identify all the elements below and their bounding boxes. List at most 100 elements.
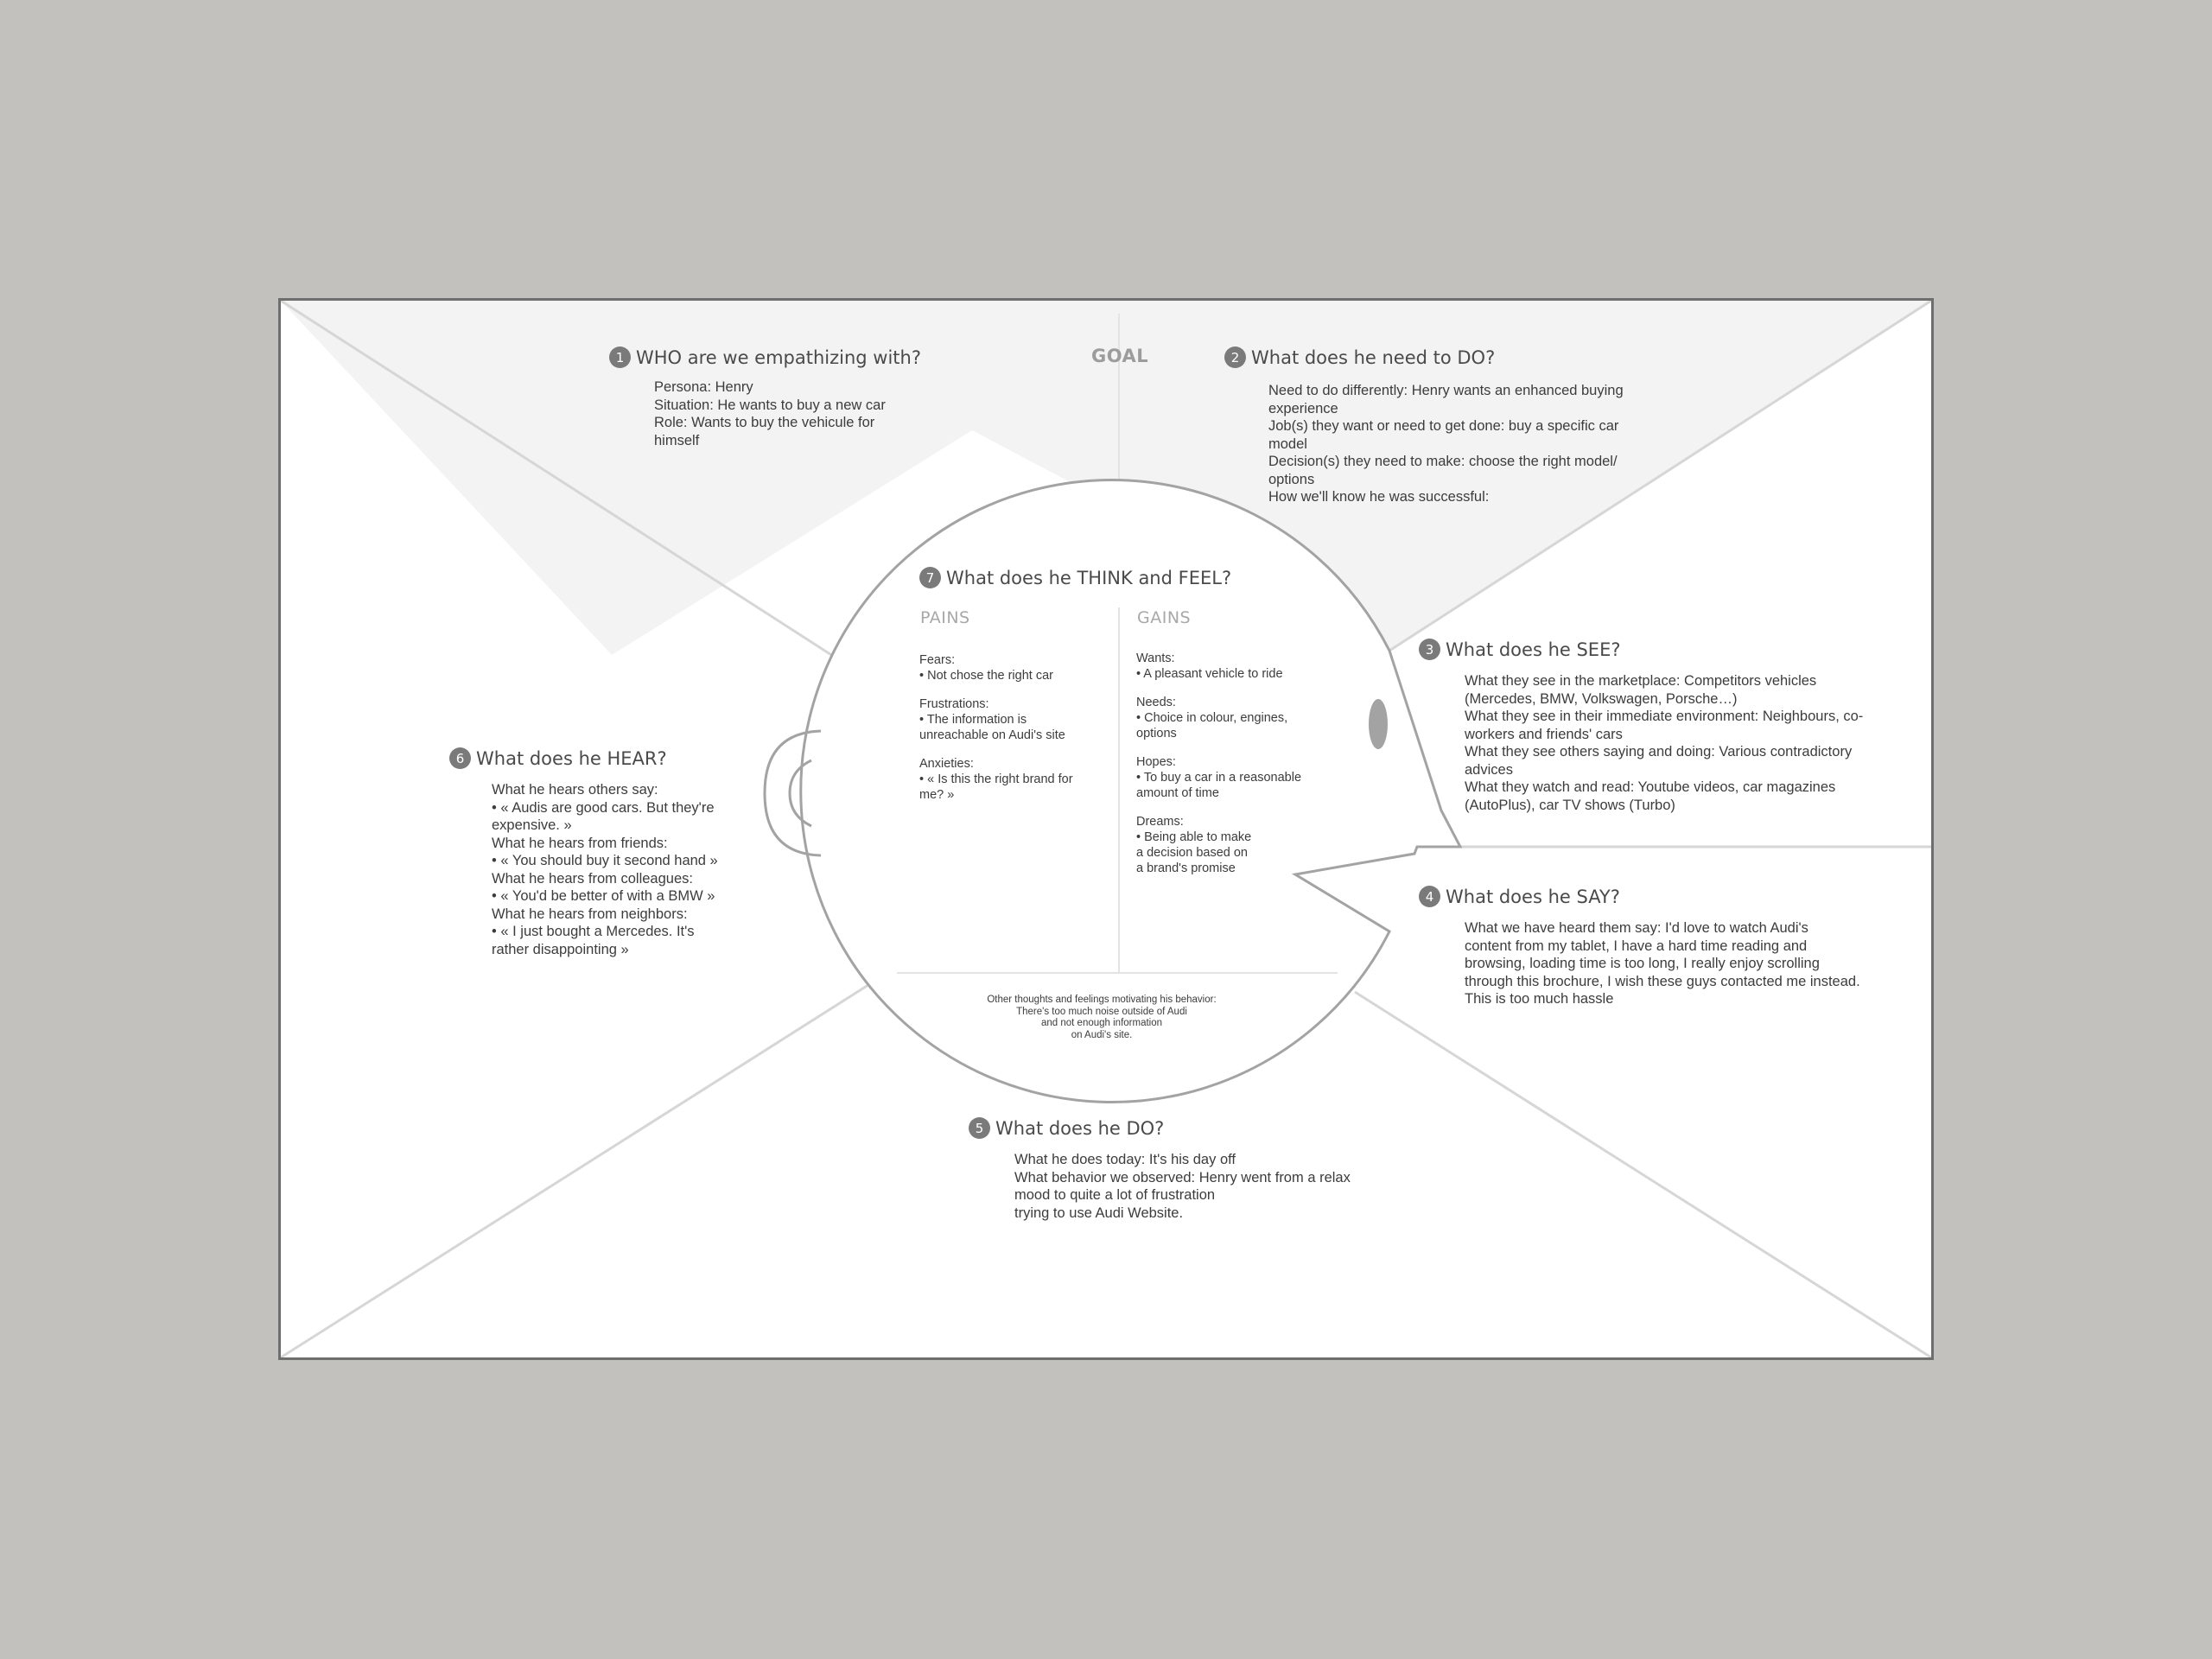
section-think-feel: 7 What does he THINK and FEEL?	[919, 567, 1282, 588]
need-to-do-body: Need to do differently: Henry wants an e…	[1268, 382, 1656, 506]
section-do: 5 What does he DO? What he does today: I…	[969, 1117, 1366, 1222]
gains-line: amount of time	[1136, 786, 1219, 800]
pains-list: Fears: • Not chose the right car Frustra…	[919, 652, 1127, 816]
gains-line: • A pleasant vehicle to ride	[1136, 667, 1283, 681]
see-heading: 3 What does he SEE?	[1419, 639, 1903, 660]
hear-group-others: What he hears others say: • « Audis are …	[492, 781, 795, 835]
who-title: WHO are we empathizing with?	[636, 346, 921, 368]
do-body: What he does today: It's his day off Wha…	[1014, 1151, 1366, 1222]
do-line: mood to quite a lot of frustration	[1014, 1187, 1216, 1203]
pains-frustrations: Frustrations: • The information is unrea…	[919, 696, 1127, 743]
hear-label: What he hears from neighbors:	[492, 906, 688, 922]
other-thoughts-line: and not enough information	[1040, 1018, 1163, 1028]
who-line: Role: Wants to buy the vehicule for	[654, 415, 875, 430]
hear-label: What he hears others say:	[492, 782, 658, 798]
gains-line: options	[1136, 727, 1177, 741]
who-number-badge: 1	[609, 346, 631, 368]
need-to-do-line: model	[1268, 435, 1307, 452]
need-to-do-heading: 2 What does he need to DO?	[1224, 346, 1656, 368]
need-to-do-line: Decision(s) they need to make: choose th…	[1268, 454, 1618, 469]
hear-label: What he hears from colleagues:	[492, 870, 693, 887]
who-heading: 1 WHO are we empathizing with?	[609, 346, 989, 368]
need-to-do-number-badge: 2	[1224, 346, 1246, 368]
pains-line: • The information is	[919, 713, 1027, 727]
section-hear: 6 What does he HEAR? What he hears other…	[449, 747, 795, 958]
see-line: What they watch and read: Youtube videos…	[1465, 779, 1836, 795]
hear-line: • « You'd be better of with a BMW »	[492, 888, 715, 904]
who-line: Persona: Henry	[654, 379, 753, 395]
do-line: What he does today: It's his day off	[1014, 1152, 1236, 1167]
gains-wants: Wants: • A pleasant vehicle to ride	[1136, 651, 1344, 682]
gains-label-needs: Needs:	[1136, 696, 1176, 709]
who-line: himself	[654, 432, 700, 448]
other-thoughts-line: on Audi's site.	[1071, 1029, 1133, 1040]
pains-label-frustrations: Frustrations:	[919, 697, 989, 711]
see-line: workers and friends' cars	[1465, 726, 1623, 742]
say-heading: 4 What does he SAY?	[1419, 886, 1903, 907]
diagonal-bottom-right	[1354, 990, 1931, 1357]
say-line: This is too much hassle	[1465, 991, 1614, 1007]
see-title: What does he SEE?	[1446, 639, 1621, 660]
eye	[1369, 699, 1388, 749]
diagonal-top-right	[1389, 301, 1931, 652]
see-line: What they see in the marketplace: Compet…	[1465, 673, 1817, 689]
see-line: What they see others saying and doing: V…	[1465, 744, 1853, 760]
hear-line: expensive. »	[492, 817, 572, 833]
pains-label-fears: Fears:	[919, 653, 956, 667]
hear-group-colleagues: What he hears from colleagues: • « You'd…	[492, 870, 795, 906]
say-line: What we have heard them say: I'd love to…	[1465, 920, 1808, 936]
see-line: (Mercedes, BMW, Volkswagen, Porsche…)	[1465, 690, 1738, 707]
see-body: What they see in the marketplace: Compet…	[1465, 672, 1903, 814]
hear-heading: 6 What does he HEAR?	[449, 747, 795, 769]
gains-needs: Needs: • Choice in colour, engines, opti…	[1136, 695, 1344, 741]
pains-label-anxieties: Anxieties:	[919, 757, 974, 771]
gains-hopes: Hopes: • To buy a car in a reasonable am…	[1136, 754, 1344, 801]
hear-number-badge: 6	[449, 747, 471, 769]
pains-line: unreachable on Audi's site	[919, 728, 1065, 742]
gains-dreams: Dreams: • Being able to make a decision …	[1136, 814, 1344, 876]
hear-group-friends: What he hears from friends: • « You shou…	[492, 835, 795, 870]
gains-label-dreams: Dreams:	[1136, 815, 1184, 829]
other-thoughts-line: Other thoughts and feelings motivating h…	[987, 995, 1217, 1005]
do-number-badge: 5	[969, 1117, 990, 1139]
diagonal-bottom-left	[281, 982, 872, 1357]
think-feel-title: What does he THINK and FEEL?	[946, 567, 1232, 588]
do-line: trying to use Audi Website.	[1014, 1205, 1184, 1221]
need-to-do-line: experience	[1268, 400, 1338, 416]
other-thoughts-line: There's too much noise outside of Audi	[1016, 1006, 1187, 1017]
section-who: 1 WHO are we empathizing with? Persona: …	[609, 346, 989, 449]
gains-line: • Being able to make	[1136, 830, 1252, 844]
see-line: advices	[1465, 761, 1513, 778]
hear-group-neighbors: What he hears from neighbors: • « I just…	[492, 906, 795, 959]
hear-body: What he hears others say: • « Audis are …	[492, 781, 795, 958]
pains-label: PAINS	[920, 608, 970, 627]
do-title: What does he DO?	[995, 1117, 1165, 1139]
need-to-do-line: options	[1268, 471, 1315, 487]
gains-label: GAINS	[1137, 608, 1192, 627]
gains-list: Wants: • A pleasant vehicle to ride Need…	[1136, 651, 1344, 889]
gains-line: a brand's promise	[1136, 861, 1236, 875]
pains-anxieties: Anxieties: • « Is this the right brand f…	[919, 756, 1127, 803]
who-line: Situation: He wants to buy a new car	[654, 397, 886, 413]
need-to-do-line: How we'll know he was successful:	[1268, 489, 1490, 505]
pains-fears: Fears: • Not chose the right car	[919, 652, 1127, 683]
who-body: Persona: Henry Situation: He wants to bu…	[654, 378, 989, 449]
hear-title: What does he HEAR?	[476, 747, 667, 769]
gains-line: a decision based on	[1136, 846, 1248, 860]
gains-line: • To buy a car in a reasonable	[1136, 771, 1302, 785]
pains-line: • « Is this the right brand for	[919, 772, 1073, 786]
pains-line: • Not chose the right car	[919, 669, 1053, 683]
ear-inner	[788, 759, 812, 828]
gains-label-hopes: Hopes:	[1136, 755, 1176, 769]
do-line: What behavior we observed: Henry went fr…	[1014, 1169, 1351, 1185]
say-line: content from my tablet, I have a hard ti…	[1465, 938, 1808, 954]
say-line: browsing, loading time is too long, I re…	[1465, 956, 1820, 971]
see-line: (AutoPlus), car TV shows (Turbo)	[1465, 797, 1675, 813]
see-number-badge: 3	[1419, 639, 1440, 660]
see-line: What they see in their immediate environ…	[1465, 709, 1864, 724]
say-title: What does he SAY?	[1446, 886, 1620, 907]
empathy-map-board	[278, 298, 1934, 1360]
hear-line: • « You should buy it second hand »	[492, 853, 718, 868]
hear-label: What he hears from friends:	[492, 835, 668, 851]
do-heading: 5 What does he DO?	[969, 1117, 1366, 1139]
